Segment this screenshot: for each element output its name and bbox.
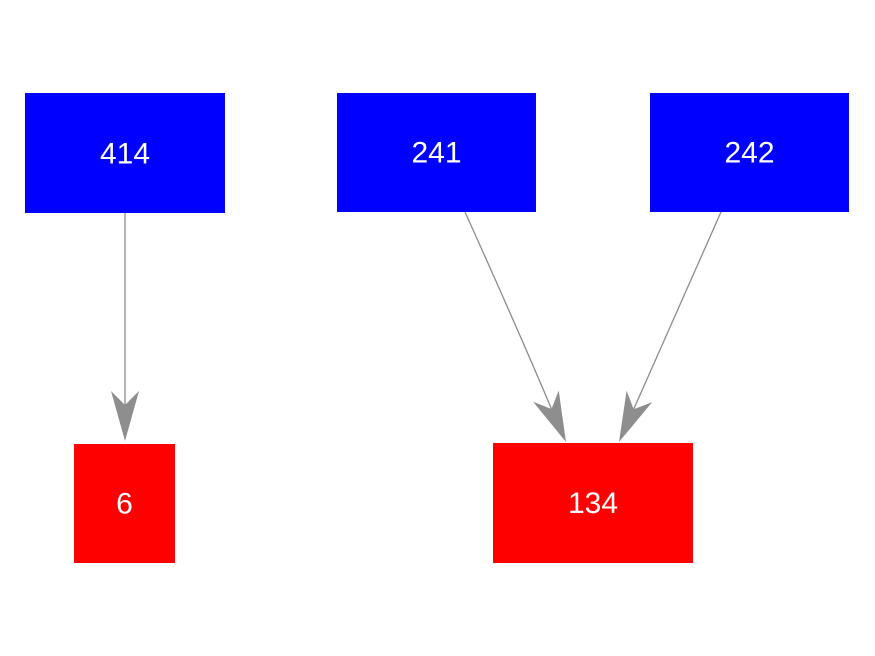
- node-6: 6: [74, 444, 175, 563]
- edge-line: [464, 211, 553, 410]
- node-label: 414: [100, 138, 150, 171]
- node-rect: [650, 93, 849, 212]
- edge-242-to-134: [619, 211, 722, 442]
- node-label: 134: [568, 487, 618, 520]
- edge-414-to-6: [111, 213, 139, 441]
- node-label: 242: [724, 137, 774, 170]
- node-rect: [25, 93, 225, 213]
- node-label: 241: [411, 137, 461, 170]
- node-242: 242: [650, 93, 849, 212]
- node-rect: [337, 93, 536, 212]
- node-241: 241: [337, 93, 536, 212]
- node-rect: [493, 443, 693, 563]
- node-134: 134: [493, 443, 693, 563]
- arrowhead-icon: [533, 390, 566, 442]
- node-rect: [74, 444, 175, 563]
- arrowhead-icon: [619, 390, 653, 442]
- edge-241-to-134: [464, 211, 566, 442]
- edge-line: [633, 211, 722, 410]
- node-414: 414: [25, 93, 225, 213]
- node-label: 6: [116, 488, 133, 521]
- arrowhead-icon: [111, 391, 139, 441]
